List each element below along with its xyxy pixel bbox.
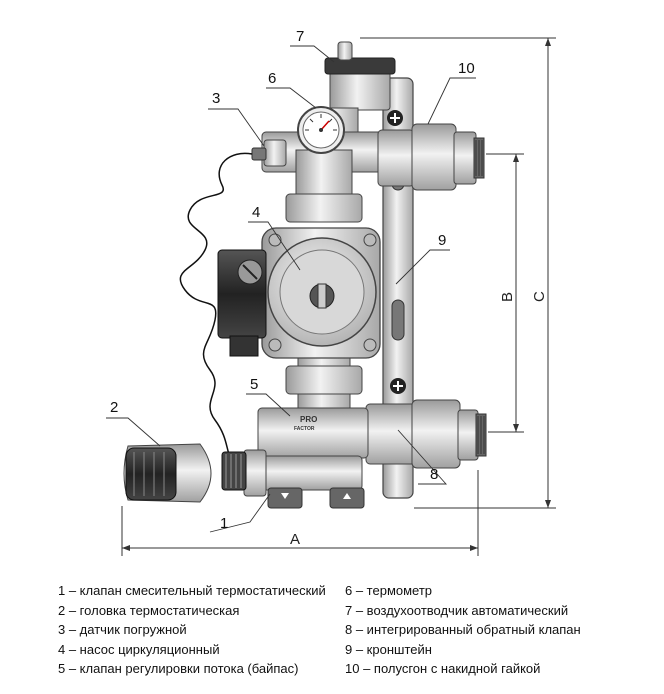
thermostatic-head — [123, 443, 247, 503]
brand-label-line1: PRO — [300, 415, 317, 424]
legend-right-column: 6 – термометр 7 – воздухоотводчик автома… — [345, 581, 581, 679]
callout-10: 10 — [458, 60, 475, 77]
legend-item-7: 7 – воздухоотводчик автоматический — [345, 602, 569, 618]
legend-item-5: 5 – клапан регулировки потока (байпас) — [58, 661, 299, 677]
dimension-lines — [121, 37, 556, 556]
legend-item-1: 1 – клапан смесительный термостатический — [58, 583, 326, 598]
legend-item-10: 10 – полусгон с накидной гайкой — [345, 661, 541, 677]
callout-8: 8 — [430, 466, 438, 483]
legend-item-6: 6 – термометр — [345, 583, 433, 598]
legend-item-4: 4 – насос циркуляционный — [58, 641, 220, 657]
immersion-sensor — [179, 139, 287, 463]
callout-1: 1 — [220, 515, 228, 532]
dimension-label-b: B — [499, 292, 516, 302]
callout-4: 4 — [252, 204, 260, 221]
callout-2: 2 — [110, 399, 118, 416]
callout-numbers: 1 2 3 4 5 6 7 8 9 10 — [110, 28, 475, 532]
legend-item-9: 9 – кронштейн — [345, 641, 432, 657]
callout-7: 7 — [296, 28, 304, 45]
bypass-valve: PRO FACTOR — [257, 407, 369, 459]
pump-terminal-box — [217, 249, 267, 357]
dimension-label-c: C — [531, 291, 548, 302]
callout-leaders — [106, 45, 476, 533]
callout-6: 6 — [268, 70, 276, 87]
legend-item-8: 8 – интегрированный обратный клапан — [345, 622, 581, 638]
mixing-valve — [243, 449, 365, 509]
upper-union — [377, 110, 485, 191]
legend-left-column: 1 – клапан смесительный термостатический… — [58, 581, 326, 679]
dimension-label-a: A — [290, 531, 300, 548]
thermometer — [297, 106, 345, 154]
dimension-arrows — [122, 38, 551, 551]
brand-label-line2: FACTOR — [294, 426, 315, 432]
legend-item-2: 2 – головка термостатическая — [58, 602, 240, 618]
lower-union — [365, 378, 487, 469]
callout-5: 5 — [250, 376, 258, 393]
callout-3: 3 — [212, 90, 220, 107]
circulation-pump — [261, 227, 381, 359]
callout-9: 9 — [438, 232, 446, 249]
legend-item-3: 3 – датчик погружной — [58, 622, 187, 638]
